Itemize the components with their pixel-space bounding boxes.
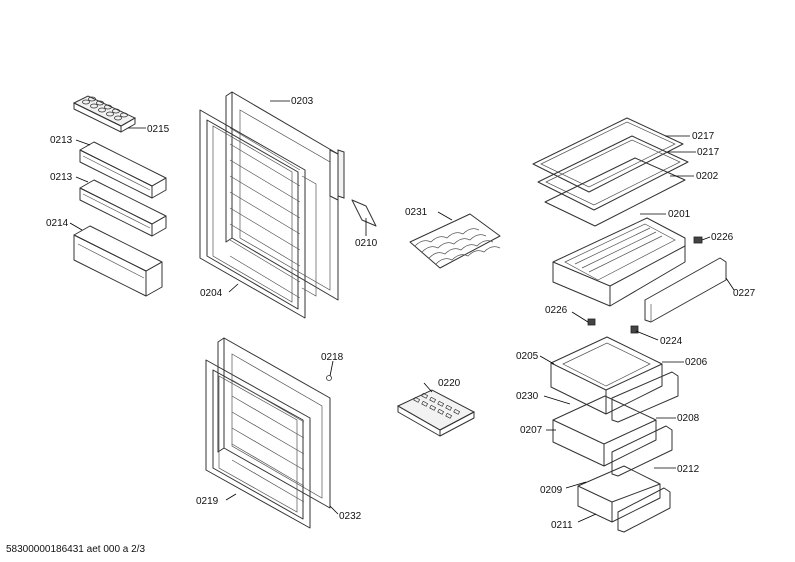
label-0209: 0209 xyxy=(540,485,563,496)
label-0206: 0206 xyxy=(685,357,708,368)
wine-rack xyxy=(409,213,501,269)
label-0220: 0220 xyxy=(438,378,461,389)
label-0213-upper: 0213 xyxy=(50,135,73,146)
label-0217-upper: 0217 xyxy=(692,131,715,142)
egg-tray xyxy=(72,95,137,133)
leader-lines xyxy=(69,100,735,523)
label-0215: 0215 xyxy=(147,124,170,135)
door-knob xyxy=(326,375,332,381)
upper-door xyxy=(225,91,345,301)
label-0213-lower: 0213 xyxy=(50,172,73,183)
lower-door xyxy=(217,337,331,509)
label-0205: 0205 xyxy=(516,351,539,362)
freezer-drawer-top xyxy=(550,336,679,423)
label-0208: 0208 xyxy=(677,413,700,424)
label-0207: 0207 xyxy=(520,425,543,436)
freezer-drawer-bottom xyxy=(577,465,671,533)
upper-door-gasket xyxy=(199,109,317,319)
glass-shelf xyxy=(544,157,686,227)
label-0203: 0203 xyxy=(291,96,314,107)
shelf-frame-upper xyxy=(532,117,684,193)
label-0226-lower: 0226 xyxy=(545,305,568,316)
document-id: 58300000186431 aet 000 a 2/3 xyxy=(6,544,145,555)
label-0231: 0231 xyxy=(405,207,428,218)
label-0219: 0219 xyxy=(196,496,219,507)
label-0226-upper: 0226 xyxy=(711,232,734,243)
label-0214: 0214 xyxy=(46,218,69,229)
shelf-frame-lower xyxy=(537,135,689,211)
label-0202: 0202 xyxy=(696,171,719,182)
label-0232: 0232 xyxy=(339,511,362,522)
label-0201: 0201 xyxy=(668,209,691,220)
clip-lower xyxy=(587,318,596,326)
label-0204: 0204 xyxy=(200,288,223,299)
label-0210: 0210 xyxy=(355,238,378,249)
door-shelf-upper xyxy=(79,141,167,199)
label-0230: 0230 xyxy=(516,391,539,402)
label-0212: 0212 xyxy=(677,464,700,475)
leaflet xyxy=(351,199,377,227)
crisper-drawer xyxy=(552,217,686,307)
hinge-clip xyxy=(630,325,639,334)
part-labels: 0203 0215 0213 0213 0214 0204 0210 0231 … xyxy=(46,96,756,531)
bottle-shelf xyxy=(73,225,163,297)
ice-cube-tray xyxy=(396,389,476,437)
freezer-drawer-middle xyxy=(552,395,673,477)
label-0227: 0227 xyxy=(733,288,756,299)
label-0217-lower: 0217 xyxy=(697,147,720,158)
crisper-front xyxy=(644,257,727,323)
label-0211: 0211 xyxy=(551,520,573,531)
label-0218: 0218 xyxy=(321,352,344,363)
lower-door-gasket xyxy=(205,359,311,529)
clip-upper xyxy=(693,236,703,244)
label-0224: 0224 xyxy=(660,336,683,347)
door-shelf-lower xyxy=(79,179,167,237)
